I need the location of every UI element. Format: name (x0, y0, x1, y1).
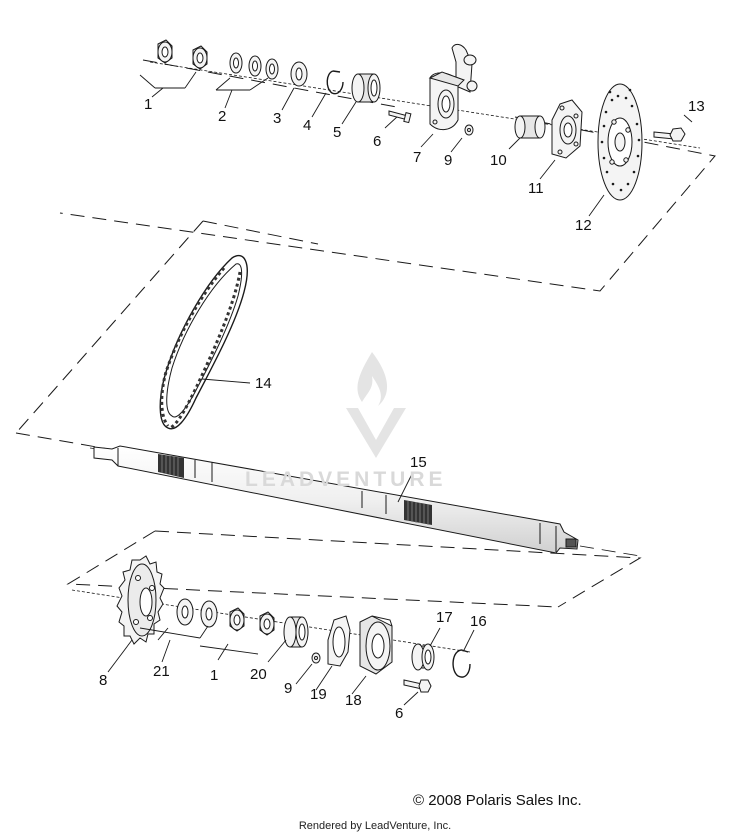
callout-8[interactable]: 8 (99, 672, 108, 689)
top-axis-line (149, 61, 701, 149)
part-9-nut-top (464, 124, 474, 136)
rendered-by-credit: Rendered by LeadVenture, Inc. (298, 820, 452, 832)
leader-1-bottom (199, 643, 259, 661)
part-4-snap-ring (326, 70, 344, 95)
part-16-snap-ring (452, 649, 471, 678)
part-1-nuts-bottom (229, 607, 275, 636)
leader-16 (463, 629, 475, 651)
leader-17 (429, 627, 441, 647)
part-9-nut-bottom (311, 652, 321, 664)
part-11-hub (551, 99, 583, 159)
callout-4[interactable]: 4 (303, 117, 312, 134)
callout-19[interactable]: 19 (310, 686, 327, 703)
callout-9-bottom[interactable]: 9 (284, 680, 293, 697)
part-14-chain (159, 255, 248, 430)
shaft-splines (158, 454, 432, 525)
bottom-assembly-outline (66, 530, 642, 608)
leader-8 (107, 639, 133, 673)
callout-6-bottom[interactable]: 6 (395, 705, 404, 722)
part-8-sprocket (116, 555, 165, 645)
leader-6-bottom (403, 691, 419, 706)
callout-16[interactable]: 16 (470, 613, 487, 630)
part-6-bolt-top (388, 110, 412, 124)
callout-17[interactable]: 17 (436, 609, 453, 626)
leader-14 (201, 378, 251, 384)
leader-15 (397, 473, 413, 503)
callout-14[interactable]: 14 (255, 375, 272, 392)
callout-9-top[interactable]: 9 (444, 152, 453, 169)
callout-7[interactable]: 7 (413, 149, 422, 166)
callout-11[interactable]: 11 (528, 180, 544, 197)
callout-1-top[interactable]: 1 (144, 96, 153, 113)
leader-21 (139, 625, 209, 663)
callout-13[interactable]: 13 (688, 98, 705, 115)
part-12-brake-disc (597, 83, 643, 201)
callout-2[interactable]: 2 (218, 108, 227, 125)
chain-outline (15, 220, 319, 459)
watermark-logo (346, 352, 406, 458)
part-2-washers (229, 52, 279, 80)
callout-12[interactable]: 12 (575, 217, 592, 234)
callout-3[interactable]: 3 (273, 110, 282, 127)
leader-18 (351, 675, 367, 695)
callout-20[interactable]: 20 (250, 666, 267, 683)
watermark-text: LEADVENTURE (245, 468, 447, 491)
part-13-bolt (653, 127, 686, 142)
part-3-washer (290, 61, 308, 87)
part-7-housing (428, 43, 478, 130)
callout-6-top[interactable]: 6 (373, 133, 382, 150)
copyright-notice: © 2008 Polaris Sales Inc. (413, 792, 582, 809)
part-15-shaft (93, 445, 579, 554)
part-5-bearing (351, 73, 381, 103)
leader-20 (267, 639, 287, 663)
part-10-spacer (514, 115, 546, 139)
leader-19 (315, 665, 333, 691)
leader-9-bottom (295, 663, 313, 685)
callout-15[interactable]: 15 (410, 454, 427, 471)
callout-leaders-top (139, 71, 693, 217)
part-19-gasket (327, 615, 351, 667)
callout-10[interactable]: 10 (490, 152, 507, 169)
callout-21[interactable]: 21 (153, 663, 170, 680)
callout-1-bottom[interactable]: 1 (210, 667, 219, 684)
part-17-ring (411, 643, 435, 671)
shaft-spline-lines (161, 455, 429, 525)
callout-5[interactable]: 5 (333, 124, 342, 141)
part-18-carrier (359, 615, 393, 675)
part-1-nuts-top (157, 39, 208, 70)
part-20-bearing (283, 616, 309, 648)
part-6-bolt-bottom (403, 679, 432, 693)
callout-18[interactable]: 18 (345, 692, 362, 709)
part-21-washers (176, 598, 218, 628)
